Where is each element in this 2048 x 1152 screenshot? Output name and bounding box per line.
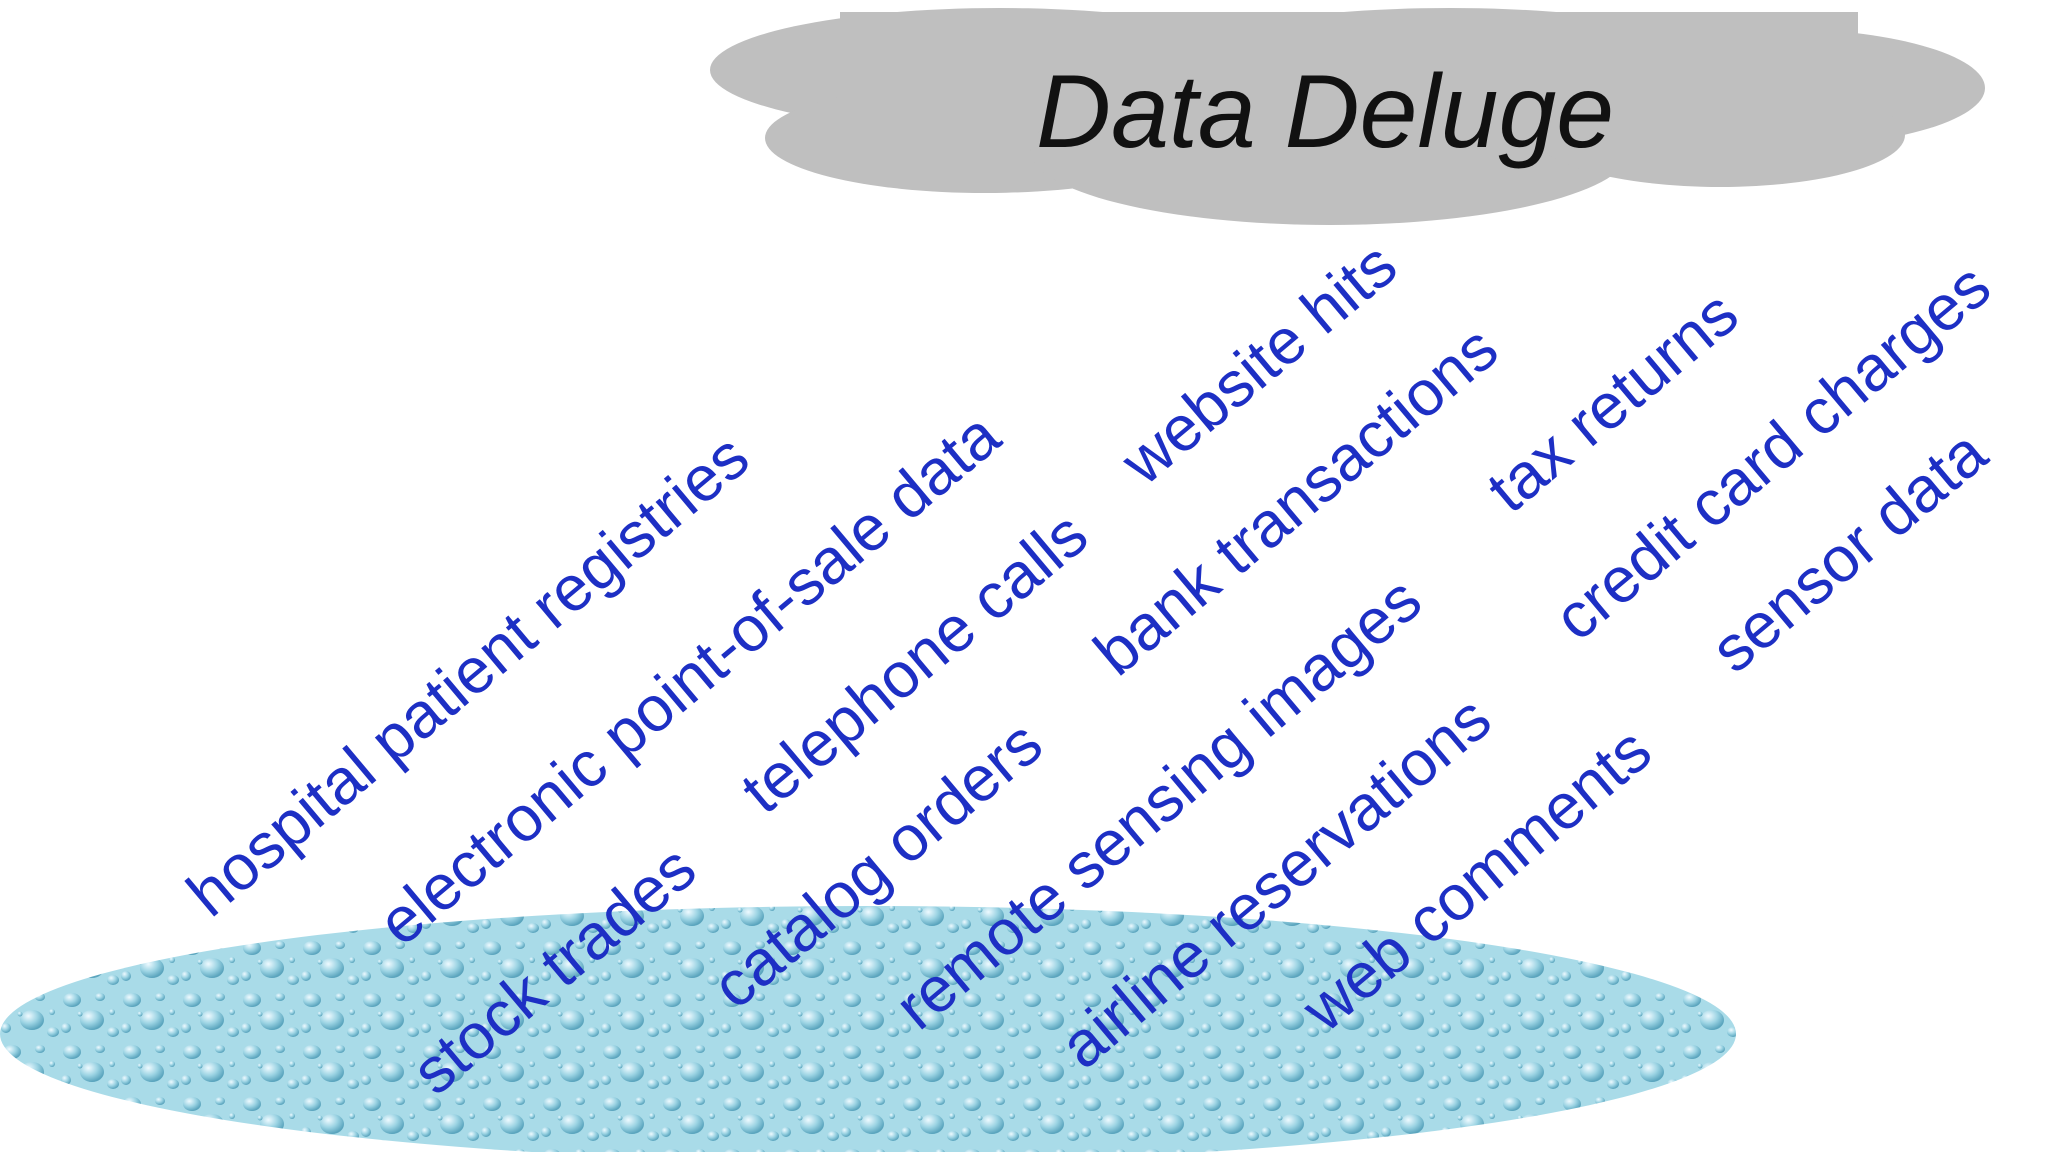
cloud-shape bbox=[710, 8, 1985, 225]
diagram-title: Data Deluge bbox=[1036, 54, 1615, 170]
water-puddle bbox=[0, 906, 1736, 1152]
